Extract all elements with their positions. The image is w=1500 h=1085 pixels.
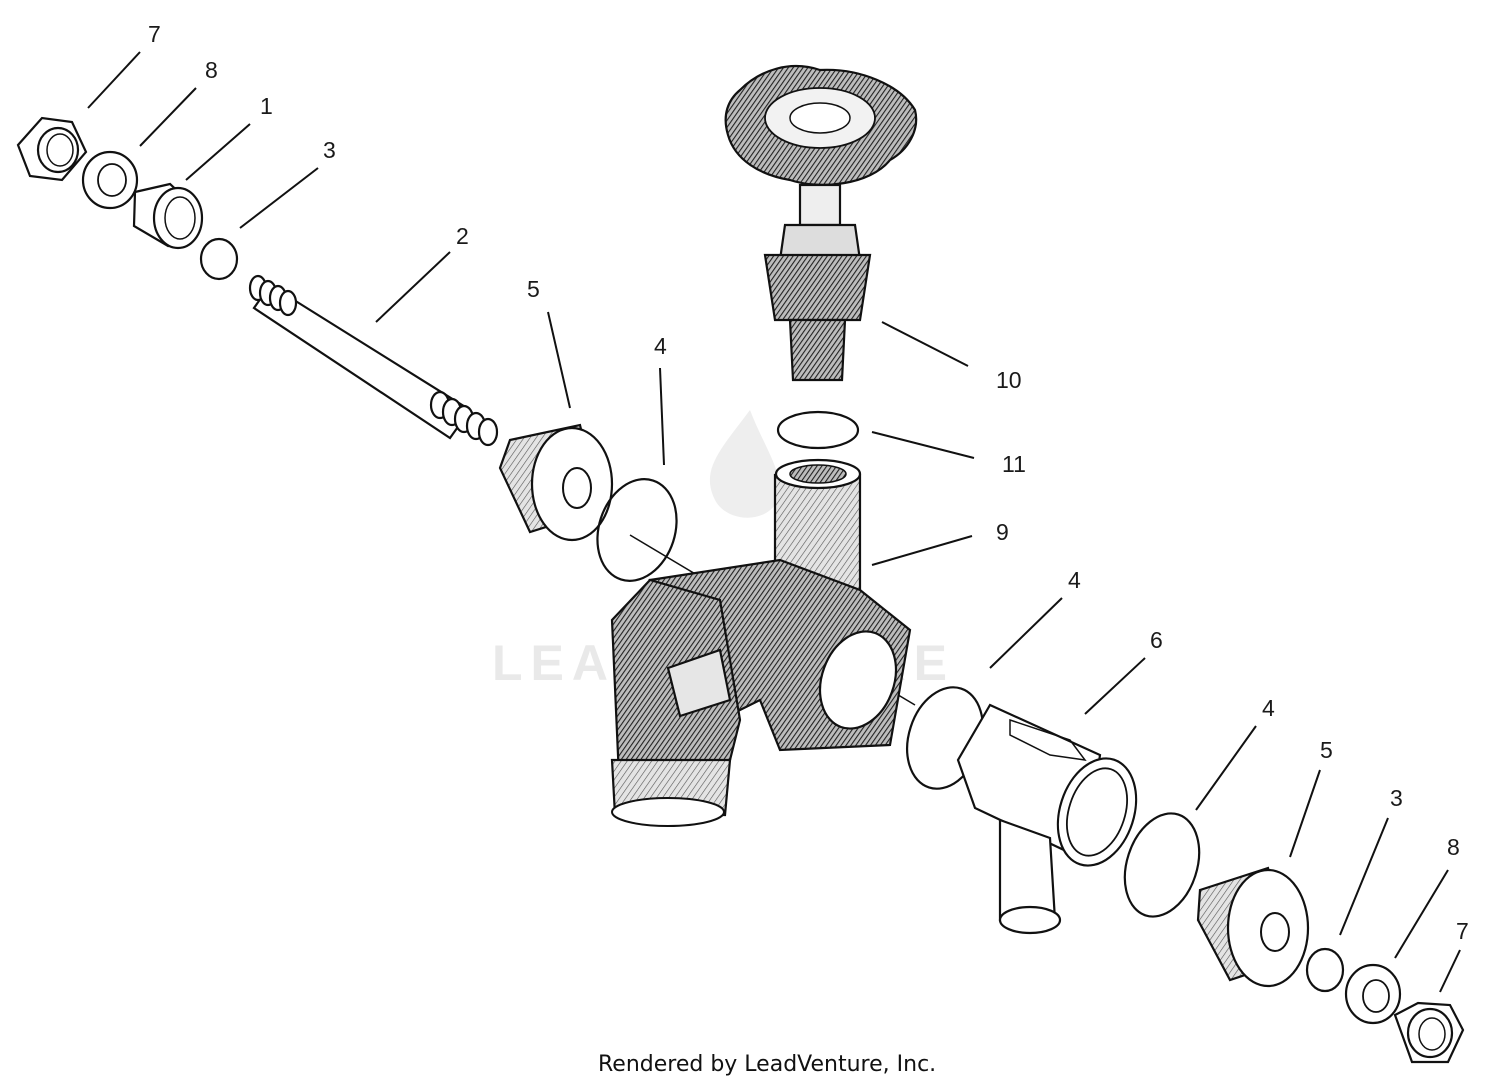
tee-fitting-6 [956,703,1138,935]
o-ring-3-right [1305,947,1345,993]
threaded-rod-2 [248,274,499,447]
valve-body-9 [610,458,912,827]
callout-7-upper: 7 [148,21,161,47]
callout-10: 10 [996,367,1022,393]
o-ring-4-right [1123,812,1201,918]
leader-lines [87,51,1461,993]
callout-4-lower: 4 [1262,695,1275,721]
callout-3-upper: 3 [323,137,336,163]
callout-8-lower: 8 [1447,834,1460,860]
callout-7-lower: 7 [1456,918,1469,944]
sleeve-1 [132,182,204,250]
hex-nut-7-left [16,116,88,182]
callout-3-lower: 3 [1390,785,1403,811]
o-ring-4-left [596,478,678,582]
o-ring-11 [776,410,860,450]
footer-credit: Rendered by LeadVenture, Inc. [598,1052,936,1077]
hex-nut-7-right [1393,1001,1465,1064]
callout-9: 9 [996,519,1009,545]
cap-nut-5-right [1196,866,1310,988]
callout-1: 1 [260,93,273,119]
callout-8-upper: 8 [205,57,218,83]
callout-5-upper: 5 [527,276,540,302]
callout-2: 2 [456,223,469,249]
valve-knob-10 [724,65,918,382]
washer-8-left [81,150,139,210]
callout-5-lower: 5 [1320,737,1333,763]
o-ring-3-left [199,237,239,281]
callout-11: 11 [1002,451,1026,477]
callout-labels: 7 8 1 3 2 5 4 10 11 9 4 6 4 5 3 8 7 [148,21,1469,944]
cap-nut-5-left [498,423,614,542]
callout-6: 6 [1150,627,1163,653]
callout-4-middle: 4 [1068,567,1081,593]
callout-4-upper: 4 [654,333,667,359]
washer-8-right [1344,963,1402,1025]
